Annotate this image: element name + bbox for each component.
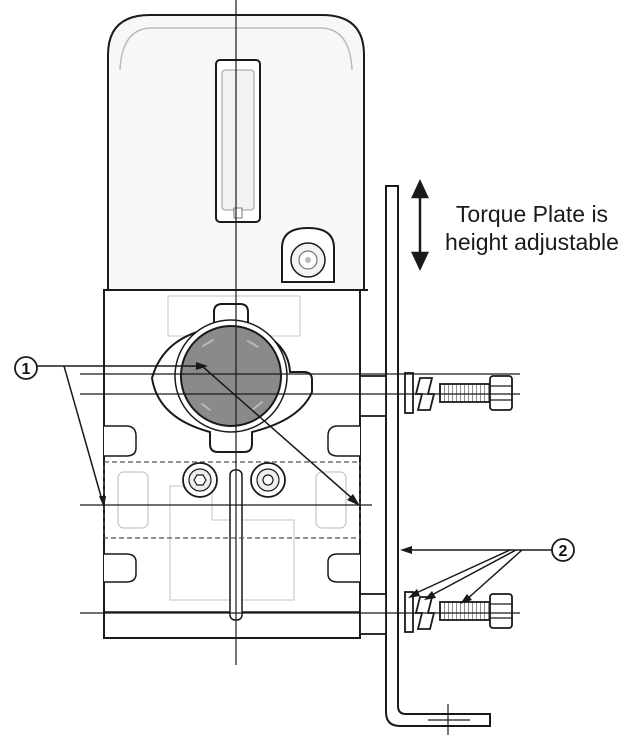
manual-override-plug: [281, 226, 335, 283]
callout-1: [14, 356, 360, 508]
bolt-head: [489, 593, 513, 629]
bolt-head: [489, 375, 513, 411]
output-shaft: [180, 325, 282, 427]
flat-washer: [404, 372, 414, 414]
torque-plate: [385, 185, 491, 735]
actuator-housing: [103, 14, 368, 639]
bolt-thread: [439, 601, 491, 621]
bolt-thread: [439, 383, 491, 403]
height-adjust-arrow: [411, 179, 429, 271]
hex-socket-screw: [182, 462, 218, 498]
lower-bolt-assembly: [359, 591, 513, 635]
callout-1-circle: [14, 356, 38, 380]
spacer-block: [359, 375, 387, 417]
flat-washer: [404, 591, 414, 633]
torque-plate-note: Torque Plate is height adjustable: [432, 200, 632, 256]
callout-2: [400, 538, 575, 604]
round-screw: [250, 462, 286, 498]
callout-1-label: 1: [22, 361, 31, 378]
note-line-2: height adjustable: [445, 229, 619, 255]
callout-2-label: 2: [559, 543, 568, 560]
upper-bolt-assembly: [359, 372, 513, 417]
note-line-1: Torque Plate is: [455, 201, 609, 227]
centerlines: [80, 0, 520, 665]
